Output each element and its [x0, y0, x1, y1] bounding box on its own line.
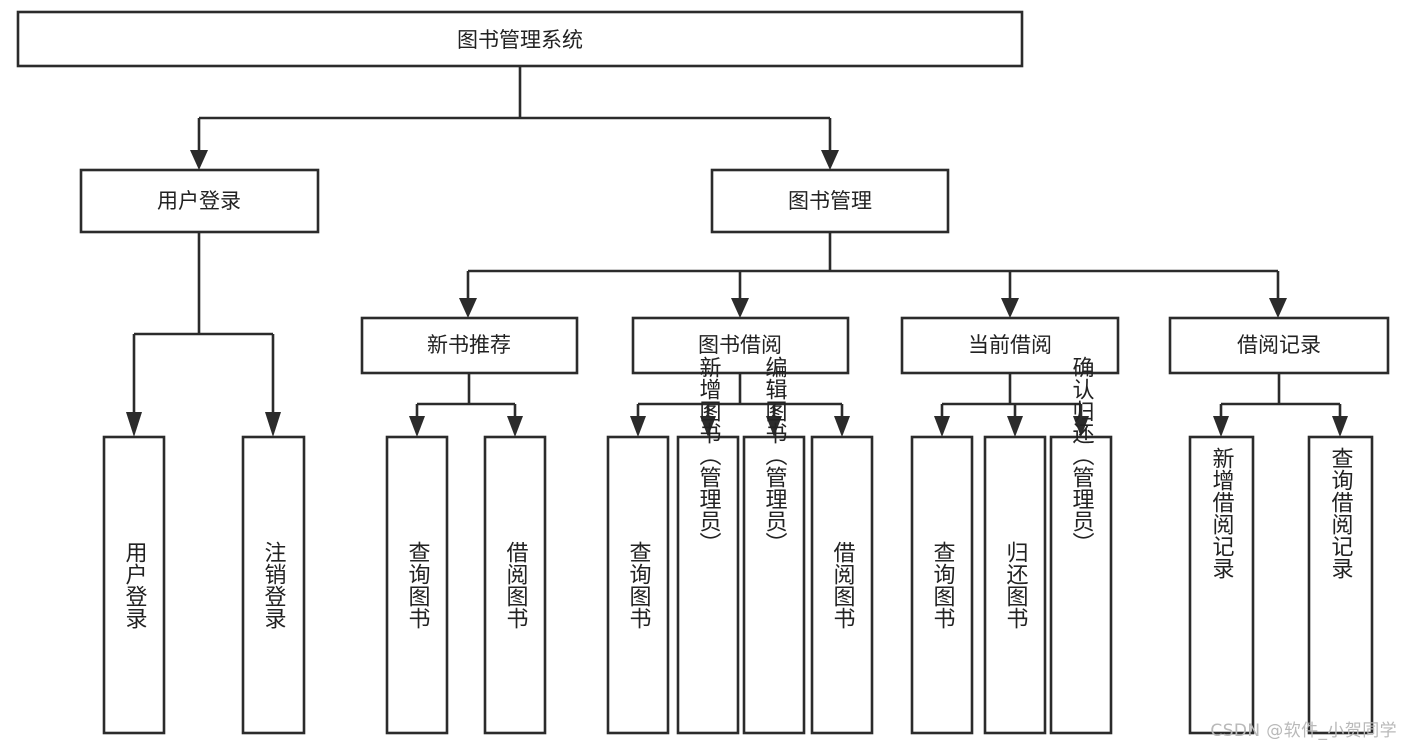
node-layer: 图书管理系统 用户登录 图书管理 新书推荐 图书借阅 当前	[16, 10, 1390, 735]
node-new-book-recommend-box[interactable]	[360, 316, 579, 375]
leaf-logout-label: 注销登录	[261, 541, 287, 629]
leaf-borrow-edit-book-admin-label: 编辑图书（管理员）	[762, 356, 788, 554]
leaf-current-confirm-return-admin-label: 确认归还（管理员）	[1069, 356, 1095, 554]
arrow-current-query	[934, 416, 950, 437]
leaf-newbook-borrow-book-box[interactable]	[483, 435, 547, 735]
leaf-records-add-record-label: 新增借阅记录	[1209, 447, 1235, 579]
leaf-current-query-book-label: 查询图书	[930, 541, 956, 629]
node-book-management-box[interactable]	[710, 168, 950, 234]
arrow-current-confirm	[1073, 416, 1089, 437]
leaf-borrow-add-book-admin[interactable]: 新增图书（管理员）	[676, 356, 740, 735]
leaf-current-return-book-label: 归还图书	[1003, 541, 1029, 629]
leaf-newbook-borrow-book-label: 借阅图书	[503, 541, 529, 629]
leaf-records-query-record-box[interactable]	[1307, 435, 1374, 735]
arrow-current-borrow	[1001, 298, 1019, 318]
leaf-logout[interactable]: 注销登录	[241, 435, 306, 735]
node-new-book-recommend-label: 新书推荐	[427, 333, 511, 357]
arrow-leaf-user-login	[126, 412, 142, 437]
leaf-borrow-query-book[interactable]: 查询图书	[606, 435, 670, 735]
node-book-management-label: 图书管理	[788, 189, 872, 213]
leaf-current-query-book[interactable]: 查询图书	[910, 435, 974, 735]
node-borrow-records-box[interactable]	[1168, 316, 1390, 375]
leaf-current-confirm-return-admin[interactable]: 确认归还（管理员）	[1049, 356, 1113, 735]
leaf-logout-box[interactable]	[241, 435, 306, 735]
node-book-borrow-box[interactable]	[631, 316, 850, 375]
leaf-newbook-borrow-book[interactable]: 借阅图书	[483, 435, 547, 735]
arrow-records-add	[1213, 416, 1229, 437]
leaf-current-confirm-return-admin-box[interactable]	[1049, 435, 1113, 735]
leaf-current-return-book[interactable]: 归还图书	[983, 435, 1047, 735]
leaf-borrow-add-book-admin-box[interactable]	[676, 435, 740, 735]
arrow-to-book-mgmt	[821, 150, 839, 170]
leaf-user-login[interactable]: 用户登录	[102, 435, 166, 735]
node-borrow-records-label: 借阅记录	[1237, 333, 1321, 357]
leaf-user-login-box[interactable]	[102, 435, 166, 735]
node-current-borrow-box[interactable]	[900, 316, 1120, 375]
arrow-borrow-lend	[834, 416, 850, 437]
arrow-records-query	[1332, 416, 1348, 437]
arrow-newbook-borrow	[507, 416, 523, 437]
node-book-management[interactable]: 图书管理	[710, 168, 950, 234]
node-current-borrow[interactable]: 当前借阅	[900, 316, 1120, 375]
arrow-current-return	[1007, 416, 1023, 437]
leaf-borrow-edit-book-admin-box[interactable]	[742, 435, 806, 735]
csdn-watermark: CSDN @软件_小贺同学	[1210, 721, 1397, 741]
node-user-login-label: 用户登录	[157, 189, 241, 213]
arrow-borrow-records	[1269, 298, 1287, 318]
node-root-box[interactable]	[16, 10, 1024, 68]
leaf-newbook-query-book-label: 查询图书	[405, 541, 431, 629]
arrow-borrow-edit	[766, 416, 782, 437]
node-borrow-records[interactable]: 借阅记录	[1168, 316, 1390, 375]
node-new-book-recommend[interactable]: 新书推荐	[360, 316, 579, 375]
arrow-to-user-login	[190, 150, 208, 170]
node-book-borrow[interactable]: 图书借阅	[631, 316, 850, 375]
node-root-label: 图书管理系统	[457, 28, 583, 52]
arrow-borrow-query	[630, 416, 646, 437]
arrow-newbook-query	[409, 416, 425, 437]
arrow-new-book-rec	[459, 298, 477, 318]
node-user-login-box[interactable]	[79, 168, 320, 234]
leaf-current-query-book-box[interactable]	[910, 435, 974, 735]
leaf-borrow-lend-book-label: 借阅图书	[830, 541, 856, 629]
leaf-records-add-record[interactable]: 新增借阅记录	[1188, 435, 1255, 735]
leaf-records-add-record-box[interactable]	[1188, 435, 1255, 735]
arrow-leaf-logout	[265, 412, 281, 437]
leaf-borrow-lend-book[interactable]: 借阅图书	[810, 435, 874, 735]
leaf-newbook-query-book[interactable]: 查询图书	[385, 435, 449, 735]
connector-layer	[126, 66, 1348, 437]
leaf-borrow-lend-book-box[interactable]	[810, 435, 874, 735]
leaf-user-login-label: 用户登录	[122, 541, 148, 629]
leaf-records-query-record[interactable]: 查询借阅记录	[1307, 435, 1374, 735]
arrow-borrow-add	[700, 416, 716, 437]
leaf-current-return-book-box[interactable]	[983, 435, 1047, 735]
leaf-borrow-edit-book-admin[interactable]: 编辑图书（管理员）	[742, 356, 806, 735]
leaf-borrow-add-book-admin-label: 新增图书（管理员）	[696, 356, 722, 554]
leaf-newbook-query-book-box[interactable]	[385, 435, 449, 735]
node-current-borrow-label: 当前借阅	[968, 333, 1052, 357]
leaf-borrow-query-book-label: 查询图书	[626, 541, 652, 629]
leaf-borrow-query-book-box[interactable]	[606, 435, 670, 735]
leaf-records-query-record-label: 查询借阅记录	[1328, 447, 1354, 579]
node-book-borrow-label: 图书借阅	[698, 333, 782, 357]
node-user-login[interactable]: 用户登录	[79, 168, 320, 234]
node-root[interactable]: 图书管理系统	[16, 10, 1024, 68]
arrow-book-borrow	[731, 298, 749, 318]
